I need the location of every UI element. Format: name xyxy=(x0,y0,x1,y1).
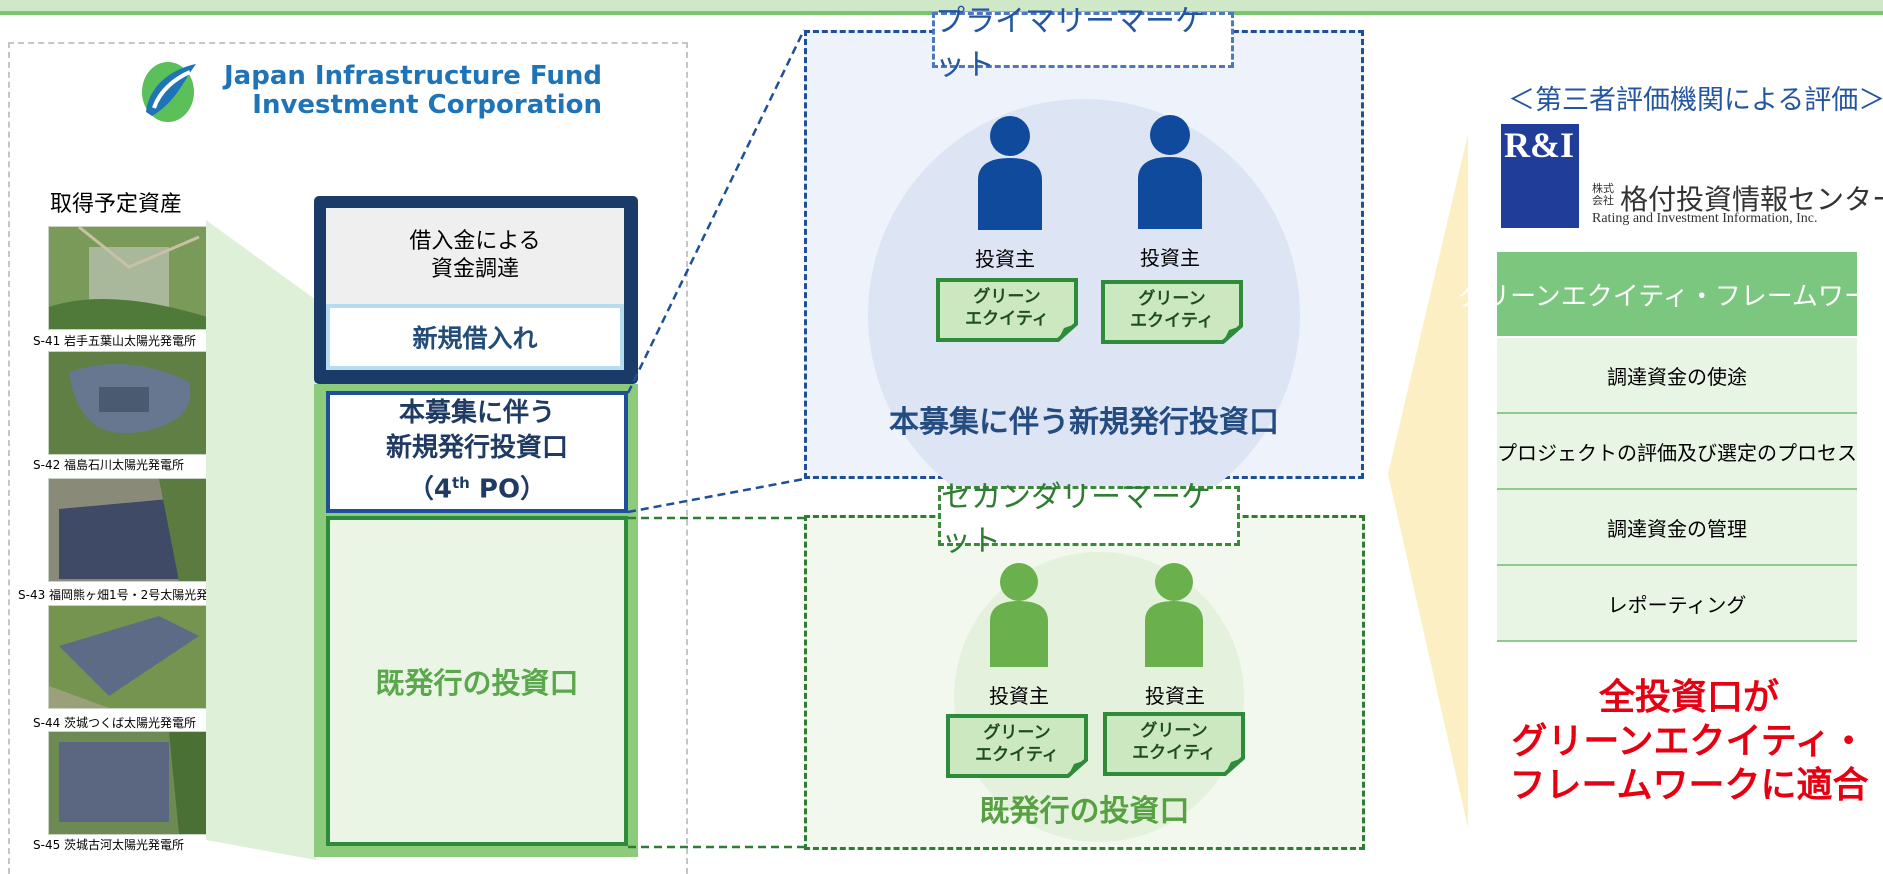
borrowing-label: 借入金による資金調達 xyxy=(326,208,624,304)
assets-title: 取得予定資産 xyxy=(50,192,183,217)
result-line2: グリーンエクイティ・ xyxy=(1511,721,1867,762)
borrowing-line1: 借入金による xyxy=(409,229,541,254)
new-borrowing-box: 新規借入れ xyxy=(326,304,624,370)
investor-icon xyxy=(1145,563,1203,667)
asset-photo-s44 xyxy=(48,605,208,709)
investor-label: 投資主 xyxy=(989,684,1049,708)
framework-item: レポーティング xyxy=(1497,566,1857,642)
investor-label: 投資主 xyxy=(1145,684,1205,708)
asset-caption: S-41 岩手五葉山太陽光発電所 xyxy=(33,334,197,348)
fund-panel-frame xyxy=(8,42,688,874)
investor-label: 投資主 xyxy=(1140,246,1200,270)
result-line1: 全投資口が xyxy=(1598,677,1779,718)
borrowing-line2: 資金調達 xyxy=(430,257,519,282)
asset-photo-s43 xyxy=(48,478,208,582)
green-equity-tag xyxy=(946,714,1088,778)
assets-connector-fan xyxy=(206,220,316,860)
fund-logo-mark xyxy=(142,62,196,122)
ri-corp-small: 株式会社 xyxy=(1592,182,1614,207)
investor-icon xyxy=(978,116,1042,230)
asset-photo-s41 xyxy=(48,226,208,330)
ri-logo-mark: R&I xyxy=(1504,125,1574,165)
result-line3: フレームワークに適合 xyxy=(1509,765,1869,806)
tag-line1: グリーン xyxy=(973,287,1041,307)
green-equity-tag xyxy=(936,278,1078,342)
asset-caption: S-43 福岡熊ヶ畑1号・2号太陽光発電所 xyxy=(18,588,233,602)
green-equity-tag-text: グリーンエクイティ xyxy=(1103,720,1245,764)
green-equity-tag xyxy=(1103,712,1245,776)
green-equity-tag-text: グリーンエクイティ xyxy=(1101,288,1243,332)
tag-line2: エクイティ xyxy=(1132,743,1216,763)
tag-line1: グリーン xyxy=(983,723,1051,743)
new-units-po: （4th PO） xyxy=(408,466,546,508)
investor-label: 投資主 xyxy=(975,247,1035,271)
green-equity-tag-text: グリーンエクイティ xyxy=(936,286,1078,330)
logo-line2: Investment Corporation xyxy=(252,90,602,120)
ri-name-jp: 格付投資情報センター xyxy=(1620,183,1883,216)
fund-logo-text: Japan Infrastructure Fund Investment Cor… xyxy=(224,62,602,120)
primary-market-caption: 本募集に伴う新規発行投資口 xyxy=(889,405,1279,440)
secondary-market-label: セカンダリーマーケット xyxy=(938,480,1240,559)
asset-caption: S-44 茨城つくば太陽光発電所 xyxy=(33,716,197,730)
po-sup: th xyxy=(452,474,470,493)
tag-line2: エクイティ xyxy=(965,309,1049,329)
green-equity-tag xyxy=(1101,280,1243,344)
green-equity-tag-text: グリーンエクイティ xyxy=(946,722,1088,766)
tag-line2: エクイティ xyxy=(1130,311,1214,331)
new-units-box: 本募集に伴う 新規発行投資口 （4th PO） xyxy=(326,391,628,513)
third-party-evaluation-title: ＜第三者評価機関による評価＞ xyxy=(1508,85,1883,116)
secondary-market-caption: 既発行の投資口 xyxy=(979,794,1190,829)
asset-caption: S-45 茨城古河太陽光発電所 xyxy=(33,838,185,852)
secondary-market-circle xyxy=(954,552,1244,842)
framework-item: 調達資金の使途 xyxy=(1497,338,1857,414)
new-units-line1: 本募集に伴う xyxy=(398,398,555,429)
asset-photo-s45 xyxy=(48,731,208,835)
investor-icon xyxy=(990,563,1048,667)
existing-units-box: 既発行の投資口 xyxy=(326,516,628,846)
asset-photo-s42 xyxy=(48,351,208,455)
tag-line2: エクイティ xyxy=(975,745,1059,765)
logo-line1: Japan Infrastructure Fund xyxy=(224,61,602,91)
tag-line1: グリーン xyxy=(1140,721,1208,741)
framework-header: グリーンエクイティ・フレームワーク xyxy=(1458,252,1883,336)
tag-line1: グリーン xyxy=(1138,289,1206,309)
investor-icon xyxy=(1138,115,1202,229)
framework-item: プロジェクトの評価及び選定のプロセス xyxy=(1497,414,1857,490)
primary-market-label: プライマリーマーケット xyxy=(932,4,1234,83)
new-units-line2: 新規発行投資口 xyxy=(385,433,568,464)
compliance-result: 全投資口が グリーンエクイティ・ フレームワークに適合 xyxy=(1500,676,1878,808)
po-suffix: PO） xyxy=(469,474,547,505)
evaluation-wedge xyxy=(1388,134,1468,828)
framework-item: 調達資金の管理 xyxy=(1497,490,1857,566)
asset-caption: S-42 福島石川太陽光発電所 xyxy=(33,458,185,472)
po-prefix: （4 xyxy=(407,474,452,505)
ri-name-en: Rating and Investment Information, Inc. xyxy=(1592,211,1818,226)
ri-logo xyxy=(1501,124,1579,228)
